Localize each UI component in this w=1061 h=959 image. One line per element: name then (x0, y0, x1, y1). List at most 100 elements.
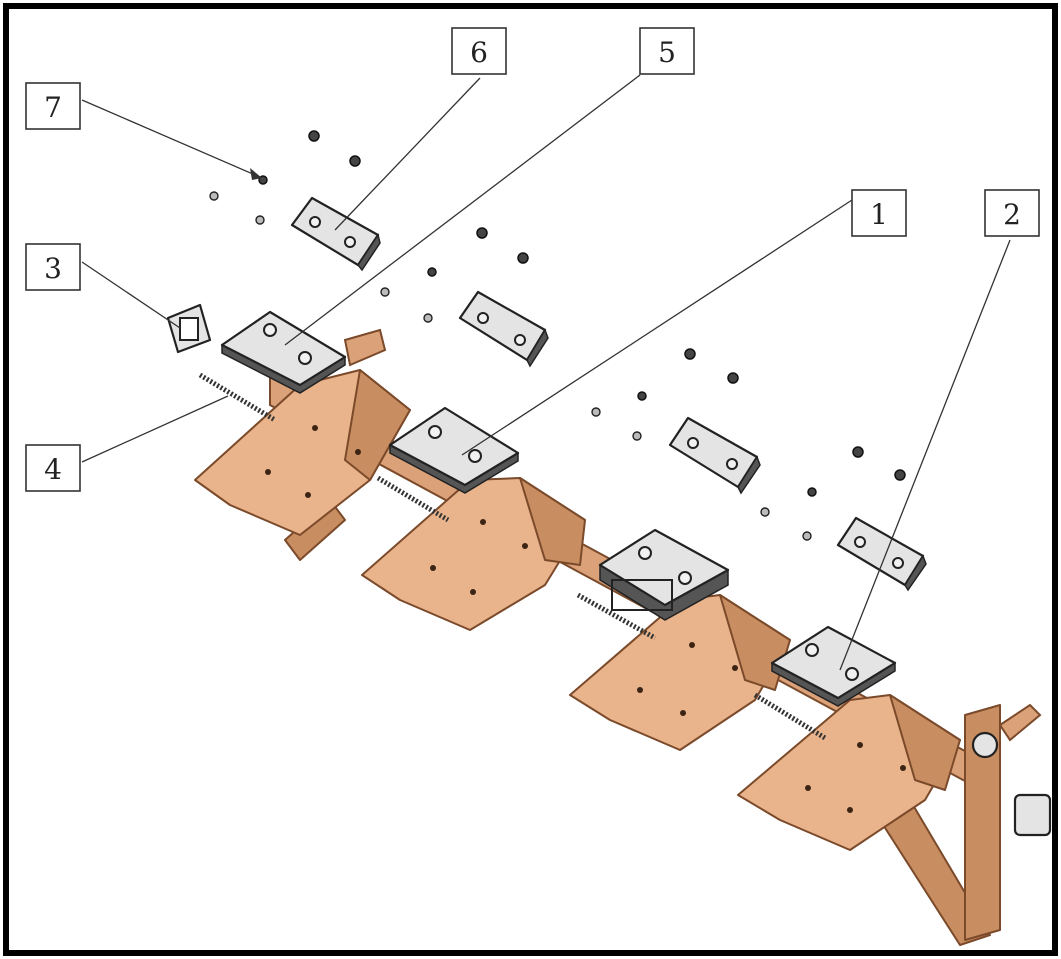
leader-5 (284, 74, 641, 346)
clamp-plate-hole (845, 667, 859, 681)
leader-4 (81, 395, 229, 463)
nut (852, 446, 864, 458)
flat-plate-c (668, 416, 761, 495)
callout-box (451, 27, 507, 75)
callout-box (639, 27, 695, 75)
nut (476, 227, 488, 239)
nut (308, 130, 320, 142)
washer (632, 431, 642, 441)
drawing-frame (3, 3, 1058, 956)
clamp-plate-top (770, 625, 897, 700)
seat-4-hole (900, 765, 906, 771)
end-cap-3 (166, 303, 212, 354)
clamp-plate-top (220, 310, 347, 387)
callout-box (25, 82, 81, 130)
callout-6: 6 (451, 27, 507, 75)
clamp-plate-top (388, 406, 520, 487)
end-bracket-plate (964, 704, 1001, 941)
seat-4-hole (857, 742, 863, 748)
washer (591, 407, 601, 417)
flat-plate-edge (737, 455, 761, 495)
leader-7-arrowhead (250, 168, 262, 180)
seat-2-hole (470, 589, 476, 595)
nut (517, 252, 529, 264)
clamp-bracket (611, 579, 673, 611)
flat-plate-hole (892, 557, 904, 569)
seat-3-hole (732, 665, 738, 671)
flat-plate-edge (526, 328, 549, 368)
flat-plate-d (836, 516, 927, 592)
seat-1-hole (355, 449, 361, 455)
threaded-rod (576, 592, 657, 641)
flat-plate-edge (904, 554, 927, 592)
callout-2: 2 (984, 189, 1040, 237)
end-cap-opening (179, 317, 199, 341)
beam-end-stub (343, 328, 387, 367)
seat-1 (194, 369, 411, 536)
threaded-rod (376, 475, 450, 523)
seat-3 (569, 594, 791, 751)
seat-2-back (519, 477, 586, 566)
callout-5: 5 (639, 27, 695, 75)
seat-1-hole (305, 492, 311, 498)
leader-2 (839, 239, 1011, 671)
seat-1-hole (265, 469, 271, 475)
callout-number: 4 (44, 453, 62, 486)
nut (727, 372, 739, 384)
leader-1 (461, 199, 853, 456)
seat-3-hole (689, 642, 695, 648)
clamp-plate-hole (428, 425, 442, 439)
nut (807, 487, 817, 497)
seat-1-back (344, 369, 411, 481)
flat-plate-hole (477, 312, 489, 324)
washer (255, 215, 265, 225)
leader-3 (81, 261, 181, 329)
flat-plate-hole (309, 216, 321, 228)
callout-number: 1 (870, 198, 888, 231)
callout-box (25, 243, 81, 291)
flat-plate-edge (357, 233, 381, 272)
callout-box (851, 189, 907, 237)
end-pin (998, 703, 1042, 742)
clamp-plate-a (220, 310, 347, 394)
clamp-plate-b (388, 406, 520, 494)
threaded-rod (753, 692, 827, 741)
flat-plate-hole (687, 437, 699, 449)
threaded-rod (198, 372, 277, 423)
washer (209, 191, 219, 201)
callout-4: 4 (25, 444, 81, 492)
flat-plate-hole (726, 458, 738, 470)
callout-box (984, 189, 1040, 237)
seat-2-hole (522, 543, 528, 549)
washer (760, 507, 770, 517)
callout-number: 5 (658, 36, 676, 69)
end-bracket (964, 703, 1052, 941)
seat-4 (737, 694, 961, 851)
nut (684, 348, 696, 360)
callout-number: 3 (44, 252, 62, 285)
clamp-plate-hole (468, 449, 482, 463)
seat-3-hole (637, 687, 643, 693)
callout-number: 2 (1003, 198, 1021, 231)
flat-plate-hole (344, 236, 356, 248)
leader-6 (334, 77, 481, 231)
seat-2 (361, 477, 586, 631)
flat-plate-b (458, 290, 549, 368)
clamp-plate-hole (678, 571, 692, 585)
flat-plate-hole (854, 536, 866, 548)
leader-lines (81, 74, 1011, 671)
nut (637, 391, 647, 401)
seat-4-hole (847, 807, 853, 813)
seat-2-hole (480, 519, 486, 525)
clamp-plate-hole (638, 546, 652, 560)
clamp-plate-hole (263, 323, 277, 337)
callout-box (25, 444, 81, 492)
callout-3: 3 (25, 243, 81, 291)
seat-3-hole (680, 710, 686, 716)
fasteners (209, 130, 906, 541)
callout-7: 7 (25, 82, 81, 130)
flat-plate-hole (514, 334, 526, 346)
seat-4-back (889, 694, 961, 791)
